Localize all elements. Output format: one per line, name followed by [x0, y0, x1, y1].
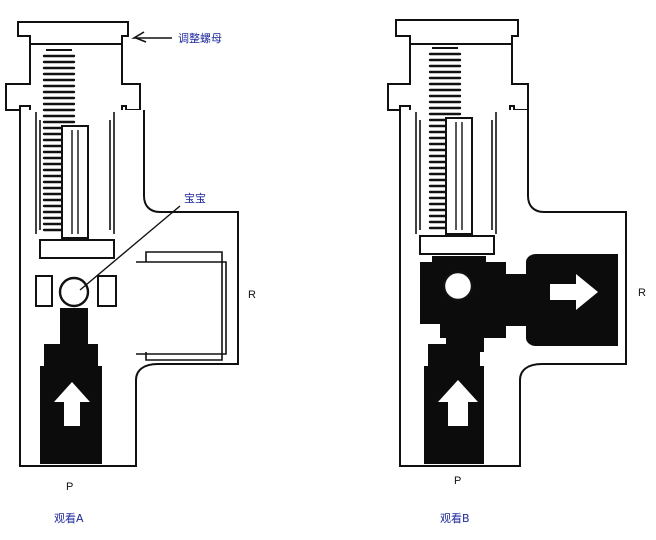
flow-arrow-up-b	[438, 380, 478, 426]
label-port-r-a: R	[248, 289, 256, 301]
label-port-r-b: R	[638, 287, 646, 299]
seat-cage-a	[35, 239, 117, 307]
nut-leader	[131, 31, 172, 39]
outlet-port-a	[136, 251, 227, 361]
bonnet-a	[5, 44, 141, 112]
label-ball: 宝宝	[184, 191, 206, 205]
adjust-nut-b	[395, 19, 519, 45]
flow-arrow-up-a	[54, 382, 90, 426]
ball-b	[442, 270, 474, 302]
label-adjust-nut: 调整螺母	[178, 31, 222, 45]
adjust-nut-a	[17, 21, 129, 45]
seat-cage-b	[419, 235, 495, 255]
ball-leader-a	[79, 205, 181, 291]
stem-b	[445, 117, 473, 235]
label-port-p-a: P	[66, 481, 73, 493]
valve-view-a	[5, 21, 239, 467]
ball-a	[58, 276, 90, 308]
valve-view-b	[387, 19, 627, 467]
stem-a	[61, 125, 89, 239]
label-port-p-b: P	[454, 475, 461, 487]
caption-view-a: 观看A	[54, 511, 84, 525]
caption-view-b: 观看B	[440, 511, 470, 525]
flow-arrow-right-b	[550, 274, 598, 310]
